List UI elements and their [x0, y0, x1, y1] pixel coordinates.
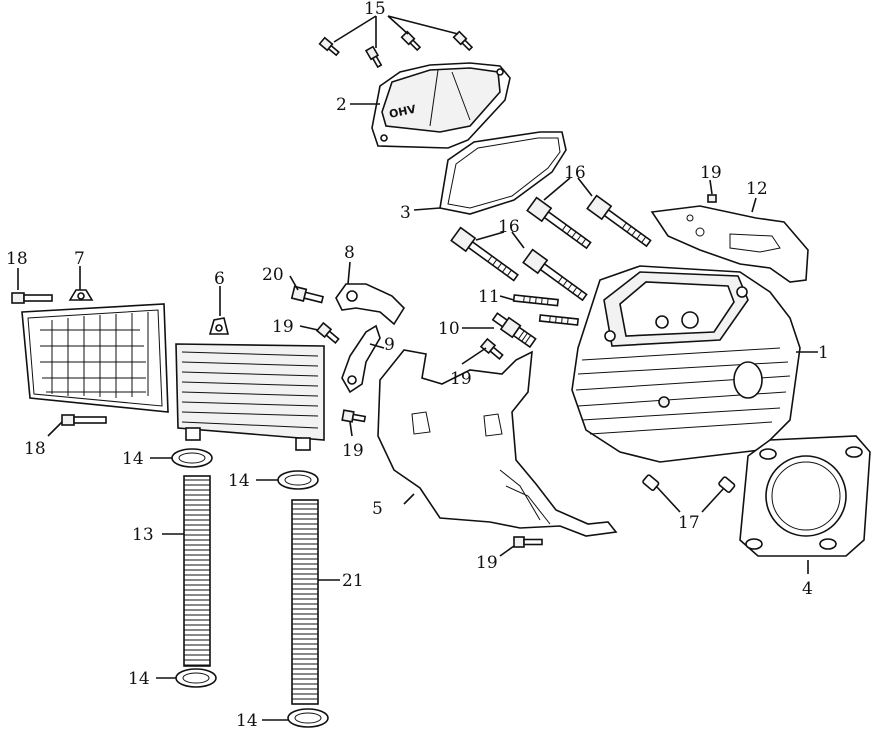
callout-19-bottom: 19	[476, 553, 498, 573]
cylinder-head	[571, 265, 801, 463]
stud-bolts	[512, 294, 579, 326]
callout-18-top: 18	[6, 249, 28, 269]
callout-16-top: 16	[564, 163, 586, 183]
shroud-plate	[377, 349, 618, 537]
callout-19-left: 19	[272, 317, 294, 337]
hose-21	[291, 499, 319, 705]
callout-14-b: 14	[228, 471, 250, 491]
hose-clamp-1	[171, 448, 213, 468]
head-gasket	[739, 435, 871, 557]
oil-cooler	[175, 317, 325, 451]
cover-gasket	[439, 131, 567, 215]
callout-2: 2	[336, 95, 347, 115]
callout-3: 3	[400, 203, 411, 223]
dowel-pins	[642, 474, 736, 493]
callout-4: 4	[802, 579, 813, 599]
callout-13: 13	[132, 525, 154, 545]
head-bolts	[450, 194, 652, 302]
callout-1: 1	[818, 343, 829, 363]
bracket-8	[335, 283, 406, 326]
callout-19-low: 19	[342, 441, 364, 461]
bracket-9	[341, 324, 381, 394]
grille-screw-bottom	[61, 414, 107, 426]
callout-17: 17	[678, 513, 700, 533]
callout-19-top: 19	[700, 163, 722, 183]
callout-15: 15	[364, 0, 386, 19]
callout-16-bottom: 16	[498, 217, 520, 237]
callout-11: 11	[478, 287, 500, 307]
callout-14-a: 14	[122, 449, 144, 469]
bolt-19-c	[341, 409, 367, 423]
hose-clamp-3	[175, 668, 217, 688]
callout-8: 8	[344, 243, 355, 263]
cover-emblem: OHV	[388, 102, 418, 120]
callout-18-bottom: 18	[24, 439, 46, 459]
callout-12: 12	[746, 179, 768, 199]
callout-6: 6	[214, 269, 225, 289]
screw-19-top	[707, 194, 717, 203]
callout-14-c: 14	[128, 669, 150, 689]
callout-9: 9	[384, 335, 395, 355]
callout-19-mid: 19	[450, 369, 472, 389]
callout-5: 5	[372, 499, 383, 519]
hose-13	[183, 475, 211, 667]
hose-clamp-4	[287, 708, 329, 728]
callout-20: 20	[262, 265, 284, 285]
leader-lines	[17, 15, 818, 721]
bolt-20	[290, 285, 325, 304]
cover-bolts	[318, 30, 474, 69]
bolt-19-d	[513, 536, 543, 548]
hose-clamp-2	[277, 470, 319, 490]
callout-7: 7	[74, 249, 85, 269]
spark-plug	[491, 312, 537, 349]
grille-screw-top	[11, 292, 53, 304]
callout-14-d: 14	[236, 711, 258, 731]
callout-labels: 15 2 3 16 16 19 12 8 20 19 9 10 11 19 19…	[6, 0, 829, 731]
heat-shield-plate	[650, 205, 809, 283]
radiator-grille	[21, 289, 169, 413]
callout-10: 10	[438, 319, 460, 339]
valve-cover: OHV	[371, 62, 511, 149]
bolt-19-a	[315, 321, 340, 344]
grille-honeycomb	[40, 312, 149, 398]
callout-21: 21	[342, 571, 364, 591]
